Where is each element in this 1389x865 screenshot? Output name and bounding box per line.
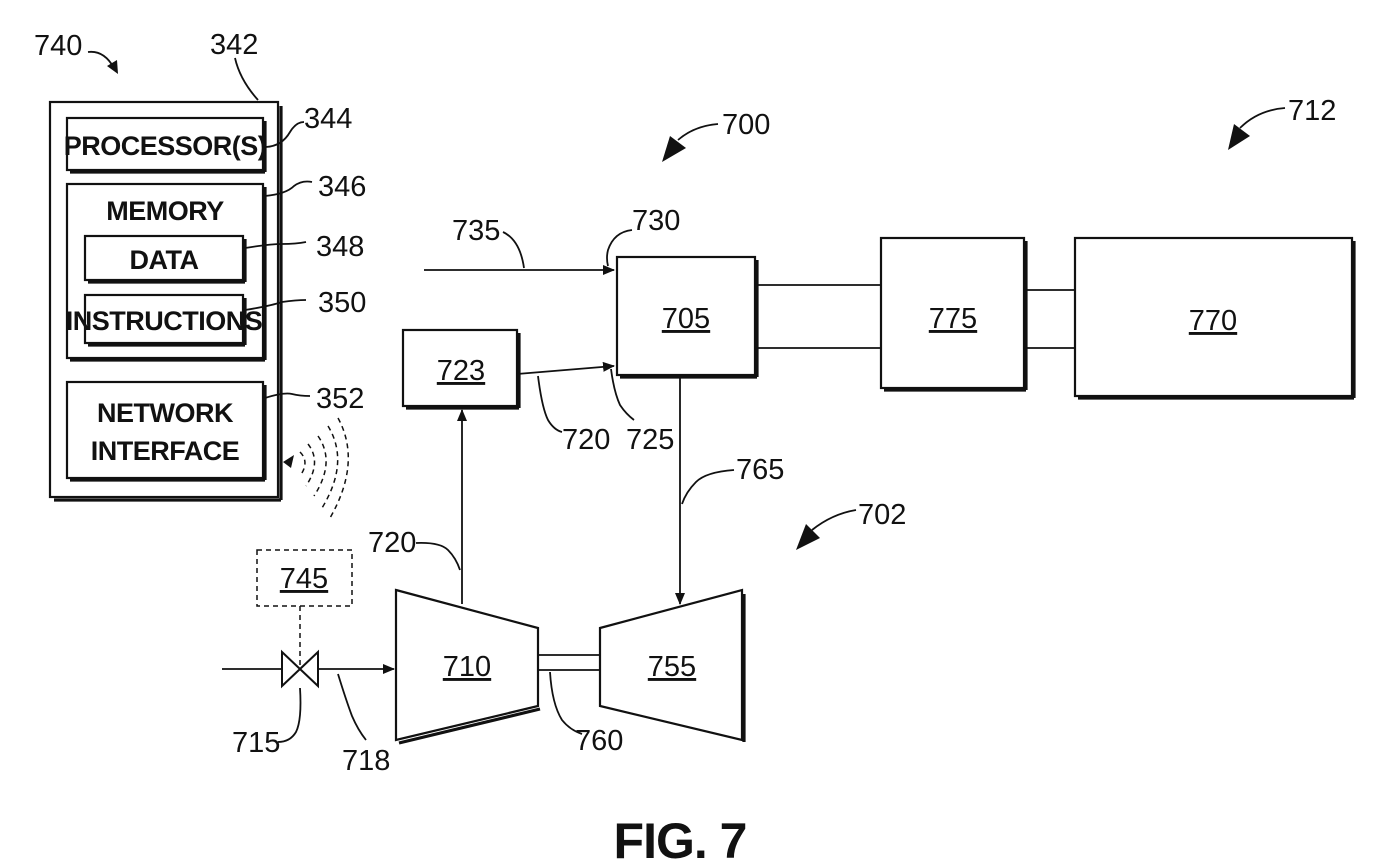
label-710: 710 — [443, 651, 491, 683]
ref-720-upper: 720 — [562, 424, 610, 456]
memory-label: MEMORY — [106, 196, 224, 226]
figure-caption: FIG. 7 — [614, 813, 747, 865]
ref-348: 348 — [316, 231, 364, 263]
instructions-label: INSTRUCTIONS — [66, 306, 263, 336]
ref-718: 718 — [342, 745, 390, 777]
label-745: 745 — [280, 563, 328, 595]
data-label: DATA — [130, 245, 199, 275]
ref-344: 344 — [304, 103, 352, 135]
ref-720-lower: 720 — [368, 527, 416, 559]
network-label-line1: NETWORK — [97, 398, 234, 428]
ref-740: 740 — [34, 30, 82, 62]
ref-735: 735 — [452, 215, 500, 247]
ref-350: 350 — [318, 287, 366, 319]
ref-765: 765 — [736, 454, 784, 486]
ref-700: 700 — [722, 109, 770, 141]
ref-730: 730 — [632, 205, 680, 237]
label-723: 723 — [437, 355, 485, 387]
label-770: 770 — [1189, 305, 1237, 337]
ref-712: 712 — [1288, 95, 1336, 127]
ref-702: 702 — [858, 499, 906, 531]
ref-352: 352 — [316, 383, 364, 415]
valve-715 — [282, 652, 318, 686]
ref-760: 760 — [575, 725, 623, 757]
label-705: 705 — [662, 303, 710, 335]
label-775: 775 — [929, 303, 977, 335]
ref-715: 715 — [232, 727, 280, 759]
ref-725: 725 — [626, 424, 674, 456]
ref-342: 342 — [210, 29, 258, 61]
wireless-signal-icon — [283, 418, 348, 518]
processor-label: PROCESSOR(S) — [64, 131, 267, 161]
computer-system-740: PROCESSOR(S) MEMORY DATA INSTRUCTIONS NE… — [50, 102, 348, 518]
label-755: 755 — [648, 651, 696, 683]
network-label-line2: INTERFACE — [91, 436, 240, 466]
ref-346: 346 — [318, 171, 366, 203]
